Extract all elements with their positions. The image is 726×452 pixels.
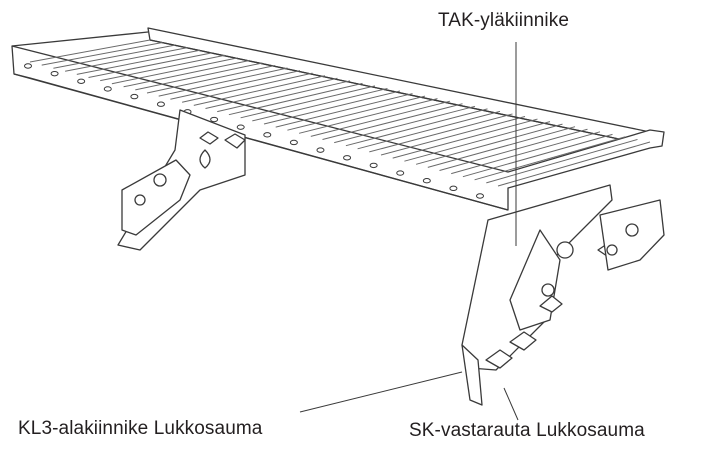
tray-rung xyxy=(287,95,426,131)
tray-rung xyxy=(205,77,338,109)
tray-rung xyxy=(298,98,438,134)
tray-rung xyxy=(439,128,588,171)
rail-slot xyxy=(236,124,245,130)
rail-slot xyxy=(50,70,59,77)
tray-rung xyxy=(217,80,351,113)
cable-tray xyxy=(11,27,665,211)
tray-rung xyxy=(111,57,238,85)
right-bracket-assembly xyxy=(461,184,665,406)
tray-rung xyxy=(357,110,501,150)
tray-rung xyxy=(53,44,176,69)
tray-rung xyxy=(345,108,488,147)
tray-rung xyxy=(334,105,476,144)
label-kl3-alakiinnike: KL3-alakiinnike Lukkosauma xyxy=(18,418,263,439)
rail-slot xyxy=(449,185,458,192)
rail-slot xyxy=(77,78,86,84)
tray-rung xyxy=(193,75,326,106)
rail-slot xyxy=(476,193,484,199)
rail-slot xyxy=(156,101,165,107)
tray-rung xyxy=(252,87,388,122)
tray-rung xyxy=(240,85,376,119)
tray-rung xyxy=(88,52,213,78)
tray-rung xyxy=(474,136,626,181)
label-sk-vastarauta: SK-vastarauta Lukkosauma xyxy=(409,420,645,441)
tray-rung xyxy=(310,100,451,137)
rail-slot xyxy=(130,93,139,100)
tray-rung xyxy=(275,93,413,128)
tray-rung xyxy=(415,123,563,165)
rail-slot xyxy=(396,170,405,176)
tray-rung xyxy=(486,138,638,184)
label-tak-ylakiinnike: TAK-yläkiinnike xyxy=(438,10,570,31)
tray-rung xyxy=(146,65,276,94)
rail-slot xyxy=(103,86,112,92)
tray-rung xyxy=(392,118,538,159)
tray-rung xyxy=(181,72,313,103)
rail-slots xyxy=(24,63,484,199)
tray-rung xyxy=(76,49,201,75)
leader-left xyxy=(299,371,463,413)
tray-rung xyxy=(228,82,363,116)
tray-rung xyxy=(123,59,251,88)
rail-slot xyxy=(210,116,219,123)
rail-slot xyxy=(369,162,378,169)
tray-rung xyxy=(462,133,613,178)
tray-rung xyxy=(170,70,301,100)
rail-slot xyxy=(24,63,32,69)
tray-rung xyxy=(263,90,401,125)
rail-slot xyxy=(263,132,272,138)
tray-rung xyxy=(404,121,551,162)
leader-right xyxy=(503,387,519,421)
tray-rung xyxy=(100,54,226,82)
rail-slot xyxy=(289,139,298,146)
tray-rung xyxy=(380,116,526,156)
rail-slot xyxy=(316,147,325,153)
leader-lines xyxy=(299,42,519,421)
tray-rung xyxy=(29,39,151,63)
tray-rung xyxy=(158,67,288,97)
tray-rung xyxy=(41,42,163,66)
rail-slot xyxy=(343,155,352,161)
rail-slot xyxy=(422,178,431,184)
tray-rung xyxy=(427,126,576,168)
tray-rung xyxy=(135,62,263,91)
tray-rung xyxy=(369,113,513,153)
tray-rung xyxy=(451,131,601,175)
tray-rung xyxy=(65,47,188,72)
tray-rungs xyxy=(29,39,651,187)
tray-rung xyxy=(497,141,651,187)
tray-rung xyxy=(322,103,463,140)
left-bracket-assembly xyxy=(117,109,246,251)
